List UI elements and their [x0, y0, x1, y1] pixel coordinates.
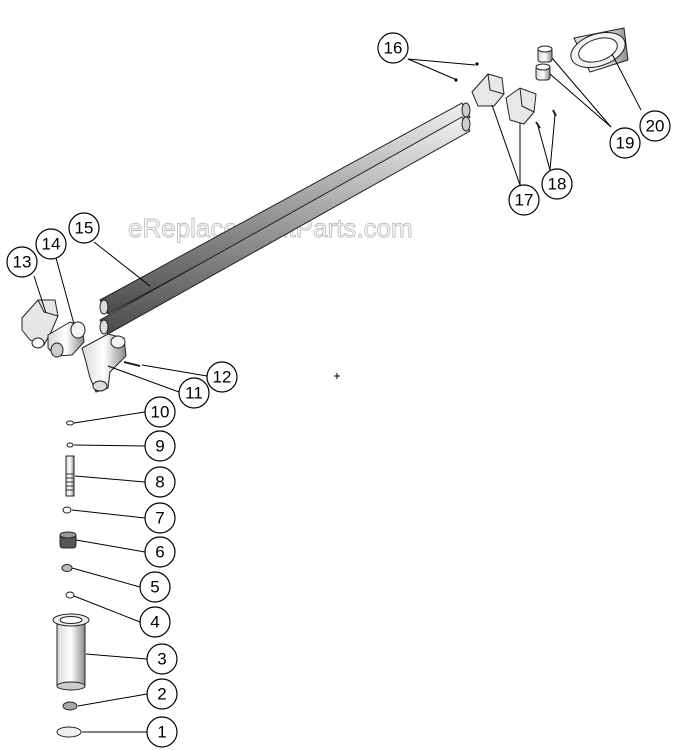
callout-1: 1	[146, 716, 178, 748]
callout-14: 14	[35, 228, 67, 260]
callout-7: 7	[144, 502, 176, 534]
svg-text:20: 20	[646, 117, 665, 136]
svg-text:8: 8	[155, 473, 164, 492]
part-13-left-bracket	[21, 299, 59, 349]
part-11-t-connector	[81, 333, 127, 393]
center-crosshair	[334, 373, 340, 379]
callout-10: 10	[144, 396, 176, 428]
callout-15: 15	[68, 212, 100, 244]
svg-text:17: 17	[515, 191, 534, 210]
part-10-o-ring	[66, 420, 74, 426]
callout-20: 20	[639, 110, 671, 142]
callout-17: 17	[508, 184, 540, 216]
callout-12: 12	[206, 361, 238, 393]
svg-text:2: 2	[157, 685, 166, 704]
part-17-upper-bracket	[471, 73, 537, 125]
part-20-sleeve	[570, 27, 629, 73]
part-6-nut	[59, 531, 77, 549]
svg-text:14: 14	[42, 235, 61, 254]
callout-16: 16	[377, 32, 409, 64]
svg-text:10: 10	[151, 403, 170, 422]
svg-text:3: 3	[157, 650, 166, 669]
callout-5: 5	[139, 571, 171, 603]
callout-2: 2	[146, 678, 178, 710]
svg-text:5: 5	[150, 578, 159, 597]
part-2-nut	[62, 701, 78, 711]
callout-18: 18	[541, 168, 573, 200]
part-4-o-ring	[65, 591, 75, 599]
part-5-washer	[61, 564, 73, 572]
svg-text:15: 15	[75, 219, 94, 238]
part-18-screws	[535, 109, 557, 129]
callout-6: 6	[144, 536, 176, 568]
part-9-o-ring	[66, 442, 74, 448]
part-3-tube	[52, 613, 90, 691]
leader-lines	[33, 53, 642, 733]
part-15-rods	[99, 102, 471, 335]
svg-text:7: 7	[155, 509, 164, 528]
svg-text:11: 11	[185, 384, 203, 403]
svg-text:19: 19	[616, 134, 635, 153]
svg-text:9: 9	[155, 437, 164, 456]
svg-text:1: 1	[157, 723, 166, 742]
callout-13: 13	[6, 246, 38, 278]
svg-text:18: 18	[548, 175, 567, 194]
svg-text:6: 6	[155, 543, 164, 562]
callout-19: 19	[609, 127, 641, 159]
callout-11: 11	[178, 377, 210, 409]
callout-4: 4	[139, 606, 171, 638]
svg-text:4: 4	[150, 613, 159, 632]
part-8-threaded-rod	[65, 455, 75, 497]
svg-text:12: 12	[213, 368, 232, 387]
callout-3: 3	[146, 643, 178, 675]
part-14-elbow-connector	[47, 321, 86, 358]
part-7-washer	[62, 506, 72, 514]
part-19-bushings	[535, 45, 553, 81]
callout-9: 9	[144, 430, 176, 462]
svg-text:13: 13	[13, 253, 32, 272]
part-1-cap	[56, 726, 82, 738]
part-12-screw	[123, 361, 141, 367]
svg-text:16: 16	[384, 39, 403, 58]
callout-8: 8	[144, 466, 176, 498]
